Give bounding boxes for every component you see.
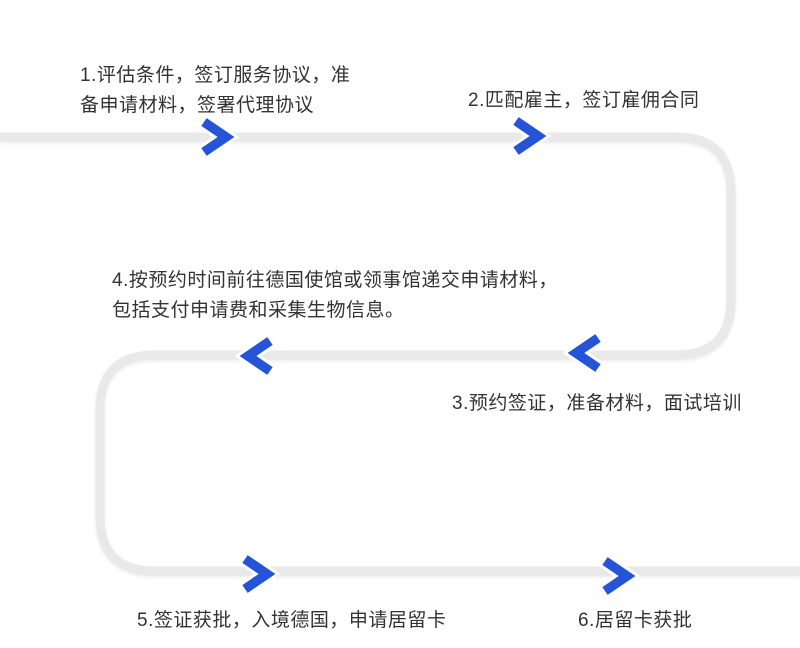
process-track	[0, 132, 800, 576]
step-1-label: 1.评估条件，签订服务协议，准 备申请材料，签署代理协议	[80, 65, 351, 116]
step-3-label: 3.预约签证，准备材料，面试培训	[452, 393, 742, 414]
step-6-label: 6.居留卡获批	[578, 610, 693, 631]
step-3-arrow-icon	[562, 331, 603, 375]
step-2-arrow-icon	[511, 114, 552, 158]
step-4-arrow-icon	[234, 334, 275, 378]
step-4-label: 4.按预约时间前往德国使馆或领事馆递交申请材料， 包括支付申请费和采集生物信息。	[112, 270, 558, 321]
step-5-arrow-icon	[240, 552, 281, 596]
step-6-arrow-icon	[600, 554, 641, 598]
step-2-label: 2.匹配雇主，签订雇佣合同	[468, 90, 700, 111]
step-1-arrow-icon	[199, 115, 240, 159]
step-5-label: 5.签证获批，入境德国，申请居留卡	[137, 610, 447, 631]
